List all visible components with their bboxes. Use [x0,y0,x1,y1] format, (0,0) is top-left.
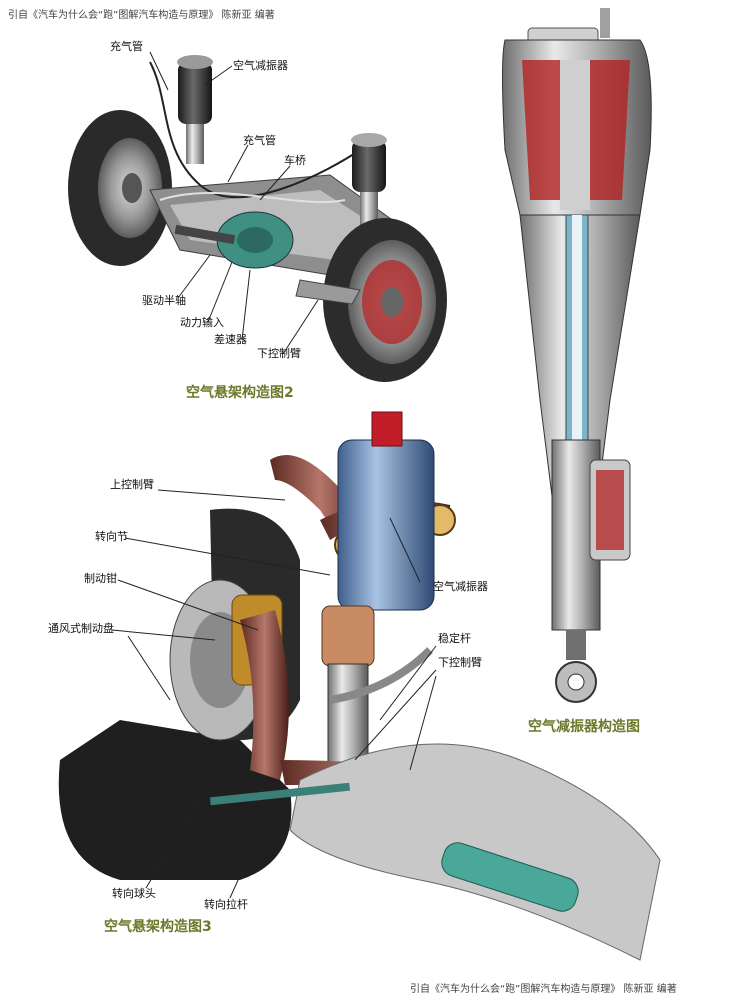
caption-air-shock: 空气减振器构造图 [528,719,640,735]
air-shock-cutaway [502,8,652,703]
left-air-spring [178,62,212,124]
stabilizer-bar [329,647,433,704]
label-vented-disc: 通风式制动盘 [48,622,114,635]
front-air-shock [337,439,435,611]
label-upper-control-arm: 上控制臂 [110,478,154,491]
label-drive-shaft: 驱动半轴 [142,294,186,307]
label-differential: 差速器 [214,333,247,346]
label-stabilizer-bar: 稳定杆 [438,632,471,645]
label-lower-arm-fig3: 下控制臂 [438,656,482,669]
label-power-input: 动力输入 [180,316,224,329]
front-suspension-illustration [58,411,661,961]
source-citation-top: 引自《汽车为什么会“跑”图解汽车构造与原理》 陈新亚 编著 [8,10,275,21]
rear-axle-illustration [68,55,447,382]
tie-rod-bar [209,782,351,806]
label-axle: 车桥 [284,154,306,167]
front-air-bellows [321,605,375,667]
front-tire [58,720,292,880]
label-air-shock-fig3: 空气减振器 [433,580,488,593]
source-citation-bottom: 引自《汽车为什么会“跑”图解汽车构造与原理》 陈新亚 编著 [410,984,677,995]
caption-fig3: 空气悬架构造图3 [104,919,212,935]
fig3-leader-lines [111,489,437,899]
caption-fig2: 空气悬架构造图2 [186,385,294,401]
steering-rack [441,842,579,912]
steering-knuckle [240,610,289,780]
label-lower-arm-fig2: 下控制臂 [257,347,301,360]
fig2-leader-lines [149,51,319,355]
right-air-spring [352,140,386,192]
label-steering-knuckle: 转向节 [95,530,128,543]
label-air-shock-fig2: 空气减振器 [233,59,288,72]
label-tie-rod-end: 转向球头 [112,887,156,900]
label-charge-pipe-mid: 充气管 [243,134,276,147]
label-tie-rod: 转向拉杆 [204,898,248,911]
label-charge-pipe-upper: 充气管 [110,40,143,53]
label-brake-caliper: 制动钳 [84,572,117,585]
